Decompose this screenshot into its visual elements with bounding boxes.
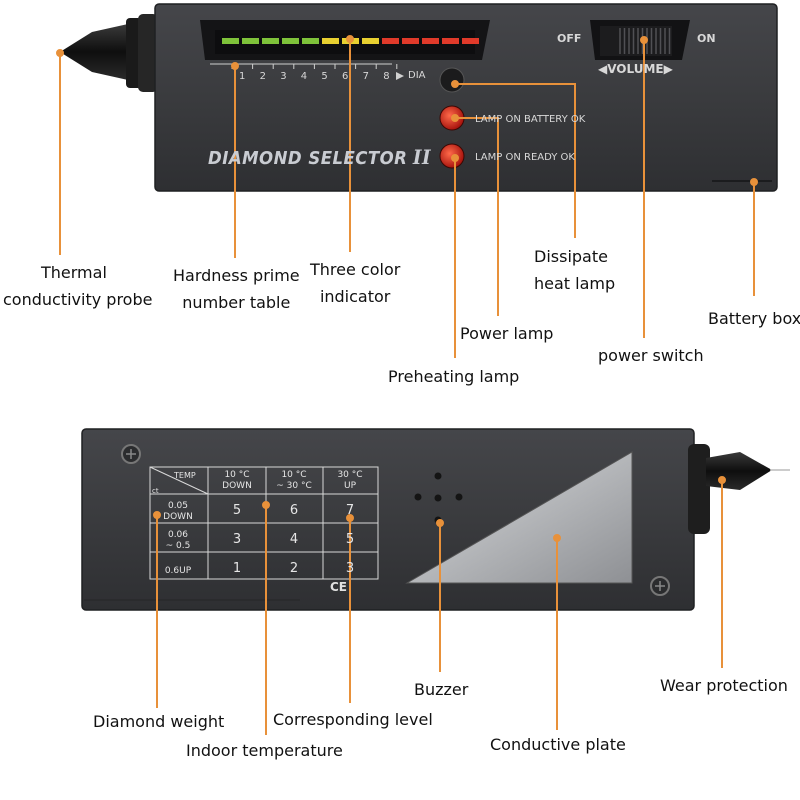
led-segment <box>422 38 439 44</box>
callout-dissipate-lamp: Dissipate heat lamp <box>534 243 615 297</box>
led-segment-row <box>222 38 479 44</box>
switch-caption-text: VOLUME <box>607 62 664 76</box>
table-column-header: 30 °C <box>337 470 363 480</box>
table-column-header: ~ 30 °C <box>276 481 312 491</box>
scale-number: 1 <box>239 71 246 82</box>
callout-battery-box: Battery box <box>708 309 800 328</box>
callout-line: indicator <box>319 287 391 306</box>
table-row-label: DOWN <box>163 512 193 522</box>
led-segment <box>262 38 279 44</box>
table-column-header: 10 °C <box>224 470 250 480</box>
scale-number: 2 <box>259 71 266 82</box>
wear-protection-probe <box>688 444 790 534</box>
led-segment <box>322 38 339 44</box>
top-device <box>60 3 778 192</box>
switch-on-label: ON <box>697 32 716 45</box>
callout-line: Dissipate <box>534 247 608 266</box>
table-column-header: 10 °C <box>281 470 307 480</box>
led-segment <box>242 38 259 44</box>
callout-corresponding-level: Corresponding level <box>273 710 433 729</box>
led-segment <box>462 38 479 44</box>
led-segment <box>302 38 319 44</box>
table-cell-value: 3 <box>232 532 242 547</box>
table-cell-value: 3 <box>345 561 355 576</box>
scale-number: 8 <box>383 71 390 82</box>
scale-number: 3 <box>280 71 287 82</box>
table-column-header: UP <box>343 481 356 491</box>
bottom-leader-lines <box>153 476 726 735</box>
led-display <box>200 20 490 60</box>
callout-three-color: Three color indicator <box>310 256 400 310</box>
led-segment <box>402 38 419 44</box>
callout-line: number table <box>182 293 291 312</box>
lamp-label-battery: LAMP ON BATTERY OK <box>475 114 586 125</box>
table-row-label: ~ 0.5 <box>165 541 191 551</box>
reference-table-grid <box>149 466 379 580</box>
table-cell-value: 4 <box>289 532 299 547</box>
screw <box>121 444 141 464</box>
top-leader-lines <box>56 35 758 358</box>
callout-indoor-temperature: Indoor temperature <box>186 741 343 760</box>
brand-numeral: II <box>412 145 432 169</box>
switch-caption: ◀VOLUME▶ <box>598 62 673 76</box>
callout-line: Three color <box>310 260 401 279</box>
ce-mark: CE <box>330 580 348 594</box>
table-cell-value: 5 <box>232 503 242 518</box>
callout-diamond-weight: Diamond weight <box>93 712 225 731</box>
callout-power-switch: power switch <box>598 346 704 365</box>
brand-text: DIAMOND SELECTOR <box>208 148 408 169</box>
switch-off-label: OFF <box>557 32 582 45</box>
table-cell-value: 5 <box>345 532 355 547</box>
chevron-left-icon: ◀ <box>598 62 608 76</box>
table-row-label: 0.6UP <box>164 566 192 576</box>
callout-conductive-plate: Conductive plate <box>490 735 626 754</box>
led-segment <box>382 38 399 44</box>
scale-number: 4 <box>300 71 308 82</box>
table-row-label: 0.05 <box>167 501 189 511</box>
dissipate-lamp <box>439 67 465 93</box>
table-cell-value: 7 <box>345 503 355 518</box>
scale-end-label: DIA <box>408 70 426 81</box>
scale-number: 7 <box>362 71 369 82</box>
table-cell-value: 1 <box>232 561 242 576</box>
thermal-probe <box>60 14 158 92</box>
callout-line: conductivity probe <box>3 290 153 309</box>
callout-wear-protection: Wear protection <box>660 676 788 695</box>
table-corner-ct: ct <box>152 487 159 495</box>
conductive-plate <box>405 451 633 584</box>
table-cell-value: 6 <box>289 503 299 518</box>
lamp-label-ready: LAMP ON READY OK <box>475 152 575 163</box>
chevron-right-icon: ▶ <box>663 62 673 76</box>
callout-thermal-probe: Thermal conductivity probe <box>3 259 152 313</box>
table-cell-value: 2 <box>289 561 299 576</box>
callout-buzzer: Buzzer <box>414 680 469 699</box>
callout-power-lamp: Power lamp <box>460 324 554 343</box>
scale-number: 6 <box>342 71 349 82</box>
callout-preheating-lamp: Preheating lamp <box>388 367 520 386</box>
led-segment <box>282 38 299 44</box>
table-column-header: DOWN <box>222 481 252 491</box>
led-segment <box>362 38 379 44</box>
scale-number: 5 <box>321 71 328 82</box>
table-row-label: 0.06 <box>167 530 189 540</box>
callout-line: Hardness prime <box>173 266 300 285</box>
callout-hardness-table: Hardness prime number table <box>173 262 300 316</box>
table-corner-temp: TEMP <box>174 471 196 480</box>
led-segment <box>222 38 239 44</box>
led-segment <box>442 38 459 44</box>
callout-line: heat lamp <box>534 274 616 293</box>
screw <box>650 576 670 596</box>
callout-line: Thermal <box>41 263 107 282</box>
